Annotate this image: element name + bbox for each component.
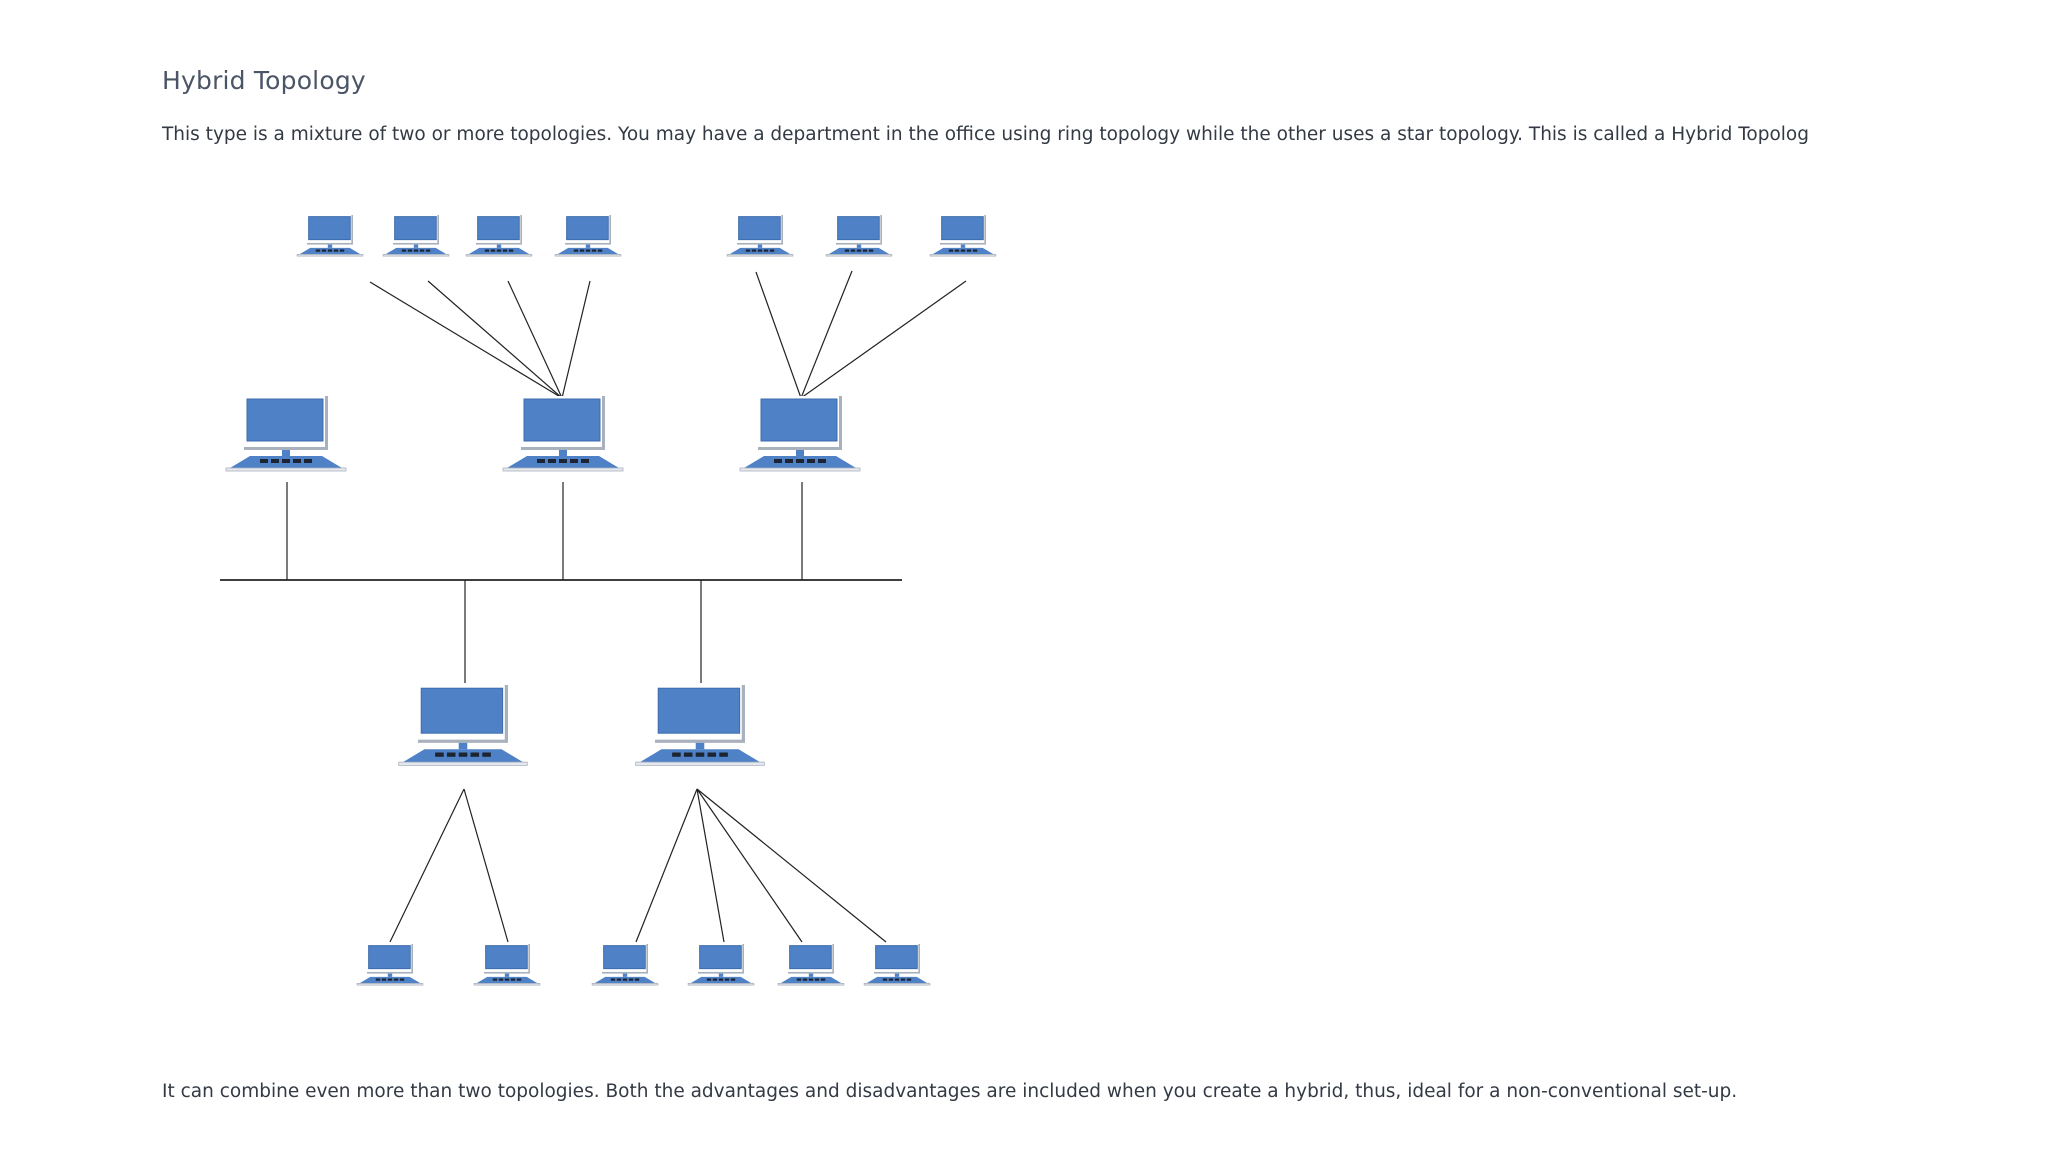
network-links [220, 270, 967, 943]
computer-bottom-right-4 [863, 944, 931, 986]
computer-bottom-left-2 [473, 944, 541, 986]
star-link-bottom-left-1 [389, 788, 465, 943]
star-link-bottom-right-1 [635, 788, 698, 943]
computer-top-right-1 [726, 215, 794, 257]
computer-top-right-2 [825, 215, 893, 257]
star-link-bottom-left-2 [463, 788, 509, 943]
closing-paragraph: It can combine even more than two topolo… [162, 1081, 1738, 1102]
computer-bottom-right-1 [591, 944, 659, 986]
computer-bottom-left-1 [356, 944, 424, 986]
star-link-top-left-4 [561, 280, 591, 399]
computer-top-right-3 [929, 215, 997, 257]
computer-top-left-2 [382, 215, 450, 257]
hub-top-2 [502, 396, 624, 472]
computer-bottom-right-2 [687, 944, 755, 986]
computer-bottom-right-3 [777, 944, 845, 986]
star-link-bottom-right-2 [696, 788, 725, 943]
star-link-top-left-2 [427, 280, 563, 399]
star-link-top-left-3 [507, 280, 563, 399]
hub-bottom-1 [398, 685, 528, 766]
computer-top-left-4 [554, 215, 622, 257]
network-nodes [225, 215, 997, 986]
computer-top-left-1 [296, 215, 364, 257]
computer-top-left-3 [465, 215, 533, 257]
star-link-top-right-3 [800, 280, 967, 399]
star-link-bottom-right-4 [696, 788, 887, 943]
page-title: Hybrid Topology [162, 66, 366, 95]
star-link-top-right-2 [800, 270, 853, 399]
star-link-bottom-right-3 [696, 788, 803, 943]
intro-paragraph: This type is a mixture of two or more to… [162, 124, 1809, 145]
hub-top-1 [225, 396, 347, 472]
hub-bottom-2 [635, 685, 765, 766]
star-link-top-left-1 [369, 281, 563, 399]
star-link-top-right-1 [755, 271, 802, 399]
hub-top-3 [739, 396, 861, 472]
